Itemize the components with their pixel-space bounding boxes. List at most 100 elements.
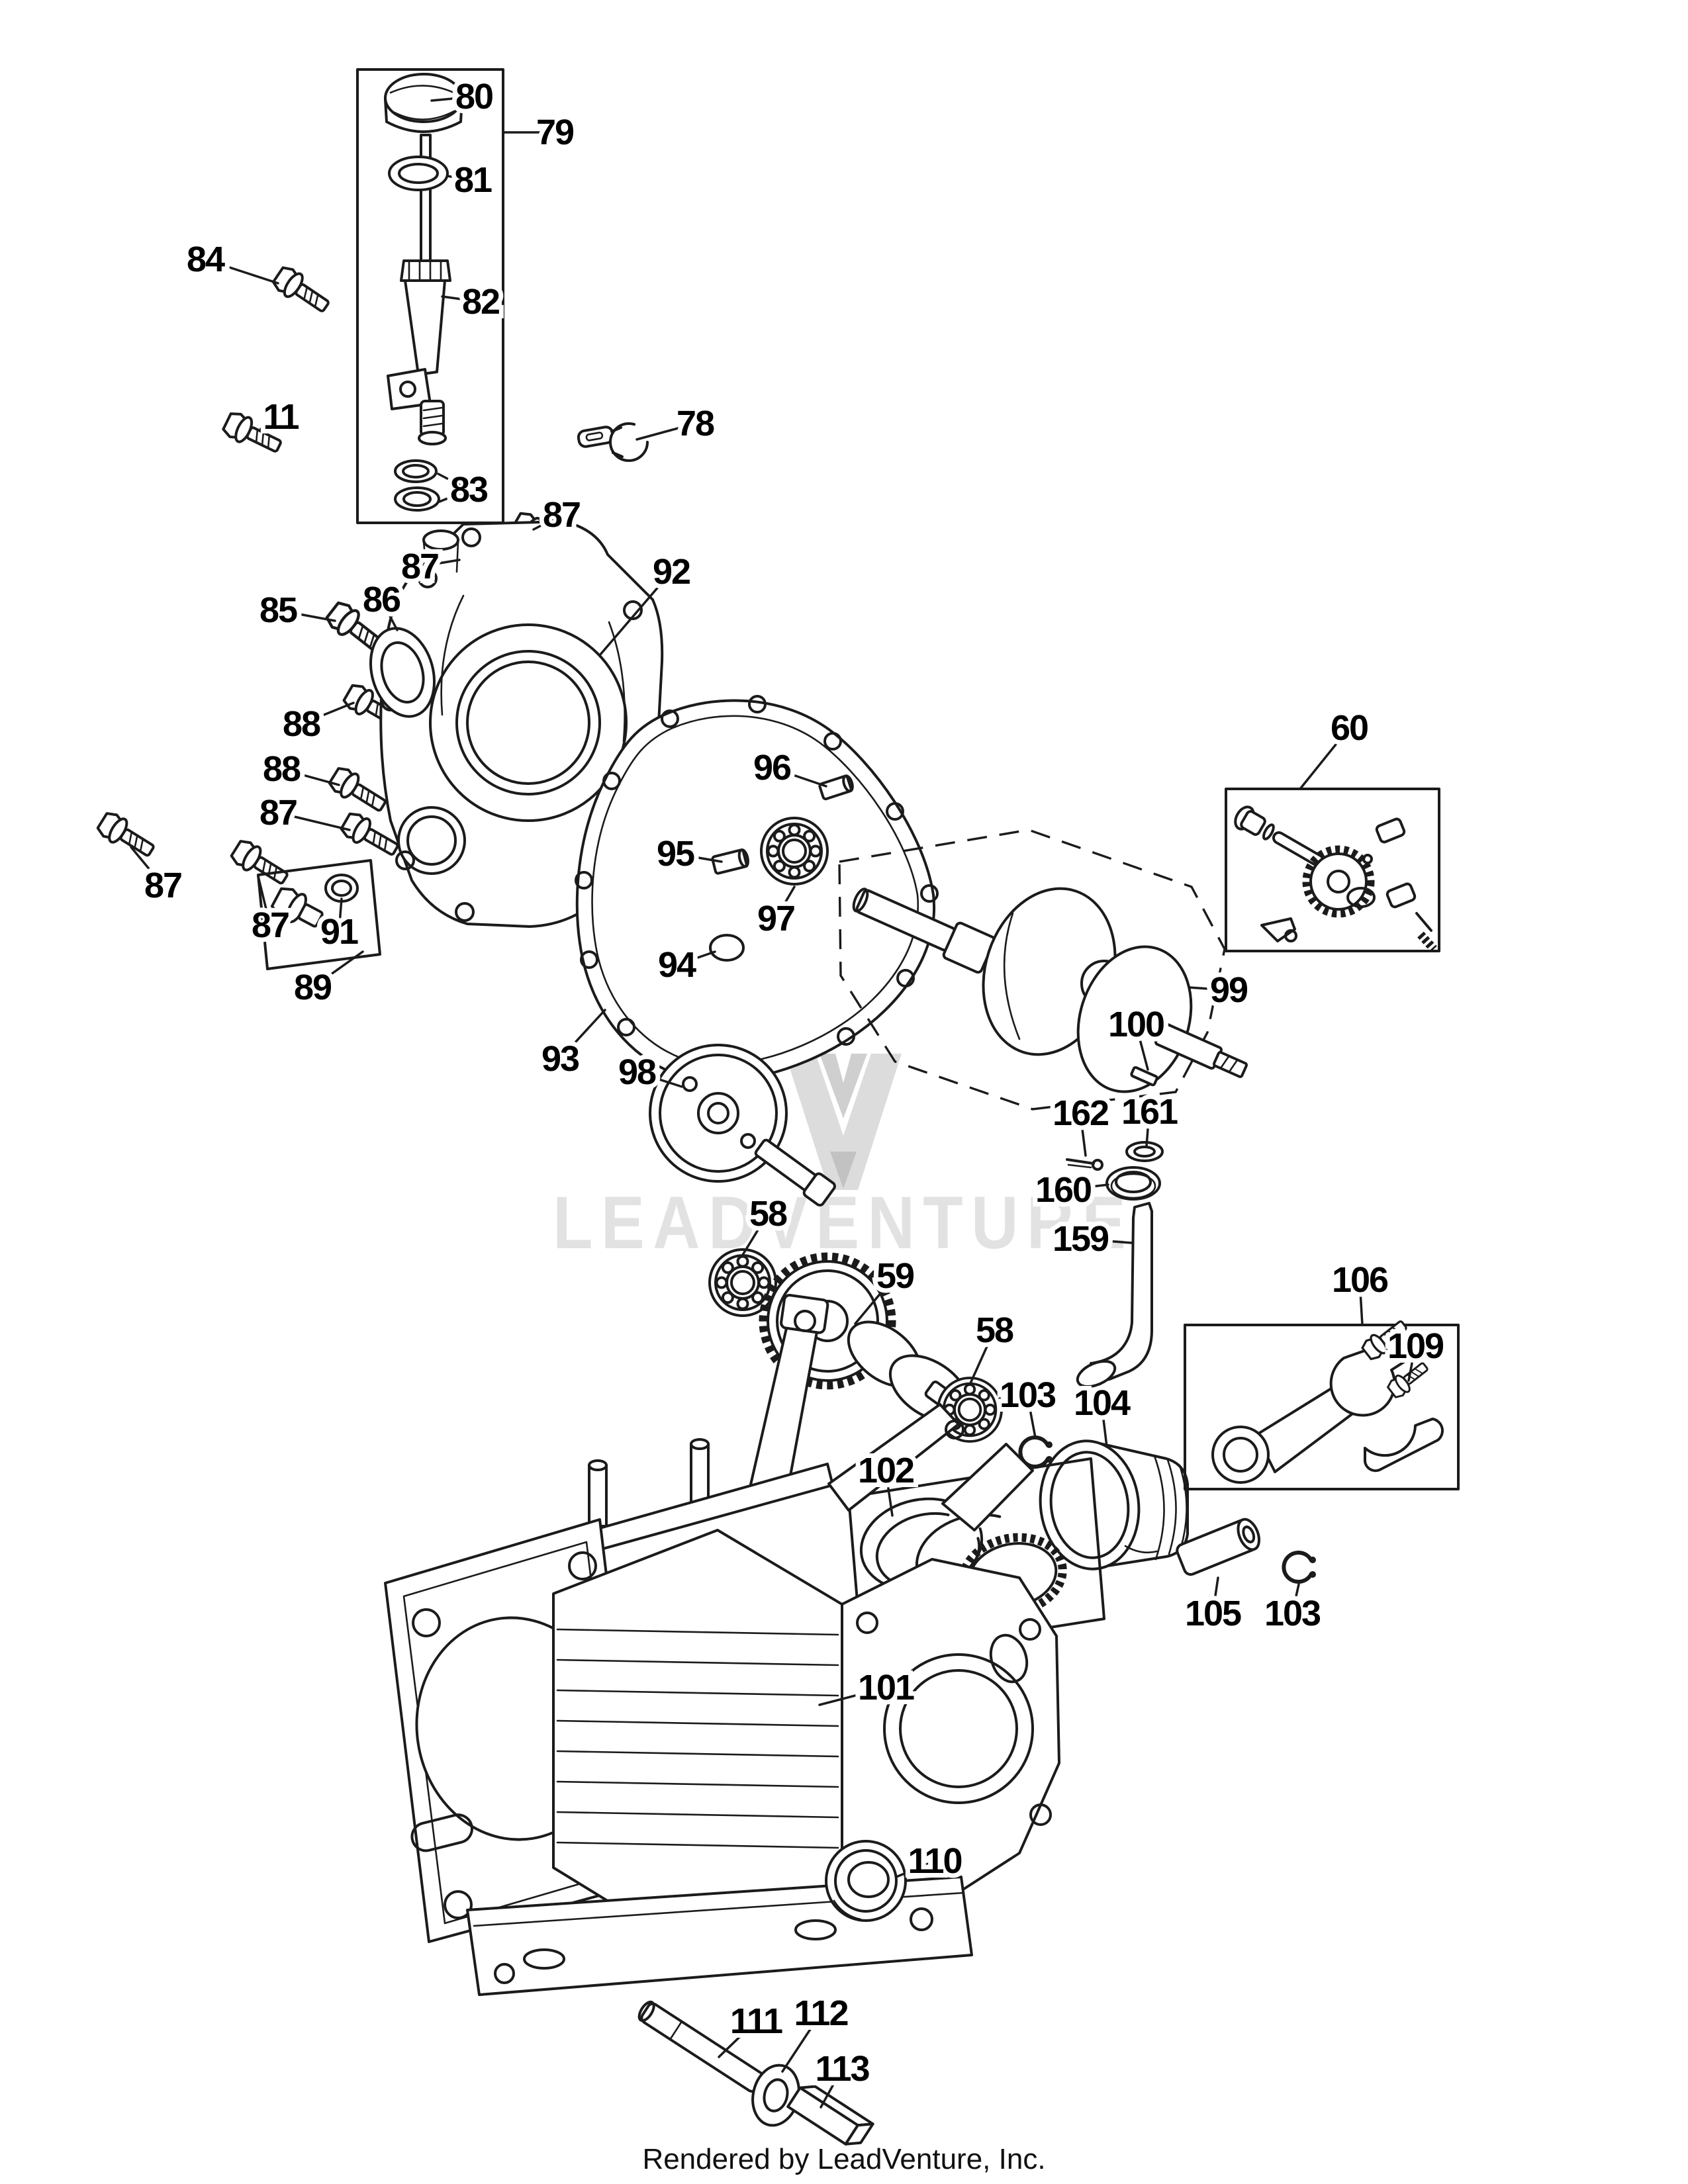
part-dipstick-rod <box>420 134 432 262</box>
part-oil-fill-cap <box>384 73 463 133</box>
callout-82[interactable]: 82 <box>441 277 505 326</box>
leader-line <box>438 488 470 503</box>
part-piston-104 <box>1039 1439 1189 1570</box>
callout-89[interactable]: 89 <box>289 950 364 1012</box>
part-number-label: 100 <box>1108 1005 1164 1044</box>
callout-81[interactable]: 81 <box>446 156 498 205</box>
leader-line <box>598 570 673 657</box>
part-number-label: 58 <box>749 1194 787 1234</box>
callout-109[interactable]: 109 <box>1383 1322 1450 1382</box>
leader-line <box>1299 727 1350 790</box>
callout-84[interactable]: 84 <box>182 235 279 285</box>
callout-60[interactable]: 60 <box>1299 704 1374 790</box>
part-number-label: 88 <box>263 749 301 789</box>
callout-58[interactable]: 58 <box>969 1306 1019 1385</box>
callout-83[interactable]: 83 <box>437 465 494 514</box>
part-number-label: 112 <box>794 1993 847 2033</box>
part-number-label: 78 <box>677 404 714 443</box>
leader-line <box>338 897 343 933</box>
callout-88[interactable]: 88 <box>258 745 340 794</box>
callout-105[interactable]: 105 <box>1180 1576 1247 1638</box>
part-crankcase-gasket-93 <box>575 695 939 1087</box>
leader-line <box>1079 1112 1087 1157</box>
leader-line <box>884 1469 894 1517</box>
callout-161[interactable]: 161 <box>1117 1087 1184 1148</box>
callout-58[interactable]: 58 <box>741 1189 793 1256</box>
part-number-label: 59 <box>876 1256 914 1296</box>
callout-113[interactable]: 113 <box>810 2044 876 2109</box>
callout-86[interactable]: 86 <box>358 575 406 631</box>
part-ball-bearing-97 <box>760 817 829 886</box>
part-cotter-pin-162 <box>1066 1158 1103 1171</box>
leader-line <box>741 1212 769 1256</box>
part-dowel-pin-95 <box>711 848 749 875</box>
part-drain-plug <box>270 887 324 928</box>
callout-59[interactable]: 59 <box>854 1251 920 1325</box>
callout-79[interactable]: 79 <box>503 108 580 157</box>
callout-11[interactable]: 11 <box>258 392 305 441</box>
callout-101[interactable]: 101 <box>818 1663 920 1712</box>
callout-95[interactable]: 95 <box>652 829 723 878</box>
part-number-label: 83 <box>450 470 488 510</box>
part-number-label: 103 <box>1264 1594 1321 1633</box>
callout-80[interactable]: 80 <box>430 72 498 121</box>
callout-93[interactable]: 93 <box>537 1009 606 1083</box>
callout-92[interactable]: 92 <box>598 547 696 657</box>
callout-78[interactable]: 78 <box>635 399 720 448</box>
part-number-label: 89 <box>294 968 332 1007</box>
part-number-label: 101 <box>858 1668 914 1707</box>
leader-line <box>854 1275 896 1325</box>
leader-line <box>1100 1402 1108 1448</box>
callout-102[interactable]: 102 <box>853 1446 919 1517</box>
callout-111[interactable]: 111 <box>718 1997 788 2058</box>
callout-100[interactable]: 100 <box>1103 1000 1170 1071</box>
callout-104[interactable]: 104 <box>1069 1379 1137 1448</box>
leader-line <box>418 559 461 568</box>
callout-97[interactable]: 97 <box>753 886 800 943</box>
part-number-label: 87 <box>144 866 181 905</box>
callout-94[interactable]: 94 <box>653 940 716 989</box>
leader-line <box>771 766 827 788</box>
callout-103[interactable]: 103 <box>995 1371 1062 1439</box>
part-number-label: 104 <box>1074 1383 1131 1423</box>
callout-96[interactable]: 96 <box>749 743 827 792</box>
leader-line <box>1407 1345 1417 1382</box>
part-oil-dipper-159 <box>1076 1202 1153 1388</box>
callout-88[interactable]: 88 <box>278 700 355 749</box>
callout-85[interactable]: 85 <box>255 586 336 635</box>
callout-103[interactable]: 103 <box>1260 1583 1327 1638</box>
callout-87[interactable]: 87 <box>532 490 586 539</box>
group-box-79-dipstick <box>356 68 504 524</box>
callout-87[interactable]: 87 <box>130 846 187 910</box>
leader-line <box>674 852 723 863</box>
bolt-84 <box>269 262 335 320</box>
part-o-ring-81 <box>388 156 449 191</box>
leader-line <box>635 422 696 441</box>
part-number-label: 113 <box>815 2049 869 2089</box>
callout-112[interactable]: 112 <box>781 1989 854 2073</box>
callout-87[interactable]: 87 <box>247 875 295 950</box>
part-number-label: 60 <box>1331 708 1368 748</box>
leader-line <box>1145 1111 1150 1148</box>
callout-91[interactable]: 91 <box>316 897 364 956</box>
leader-line <box>781 2012 822 2073</box>
part-number-label: 160 <box>1035 1170 1091 1210</box>
callout-87[interactable]: 87 <box>255 788 351 837</box>
callout-106[interactable]: 106 <box>1327 1255 1394 1326</box>
callout-98[interactable]: 98 <box>614 1048 683 1097</box>
leader-line <box>204 258 279 285</box>
part-number-label: 98 <box>618 1052 656 1092</box>
callout-99[interactable]: 99 <box>1188 966 1254 1015</box>
group-box-89-drain-plug <box>257 859 381 970</box>
leader-line <box>820 2068 843 2109</box>
leader-line <box>1358 1279 1364 1326</box>
leader-line <box>774 886 796 920</box>
callout-110[interactable]: 110 <box>895 1837 968 1886</box>
callout-160[interactable]: 160 <box>1031 1165 1109 1214</box>
leader-line <box>818 1686 887 1706</box>
callout-159[interactable]: 159 <box>1048 1214 1133 1263</box>
callout-87[interactable]: 87 <box>397 542 461 591</box>
callout-162[interactable]: 162 <box>1048 1089 1114 1157</box>
